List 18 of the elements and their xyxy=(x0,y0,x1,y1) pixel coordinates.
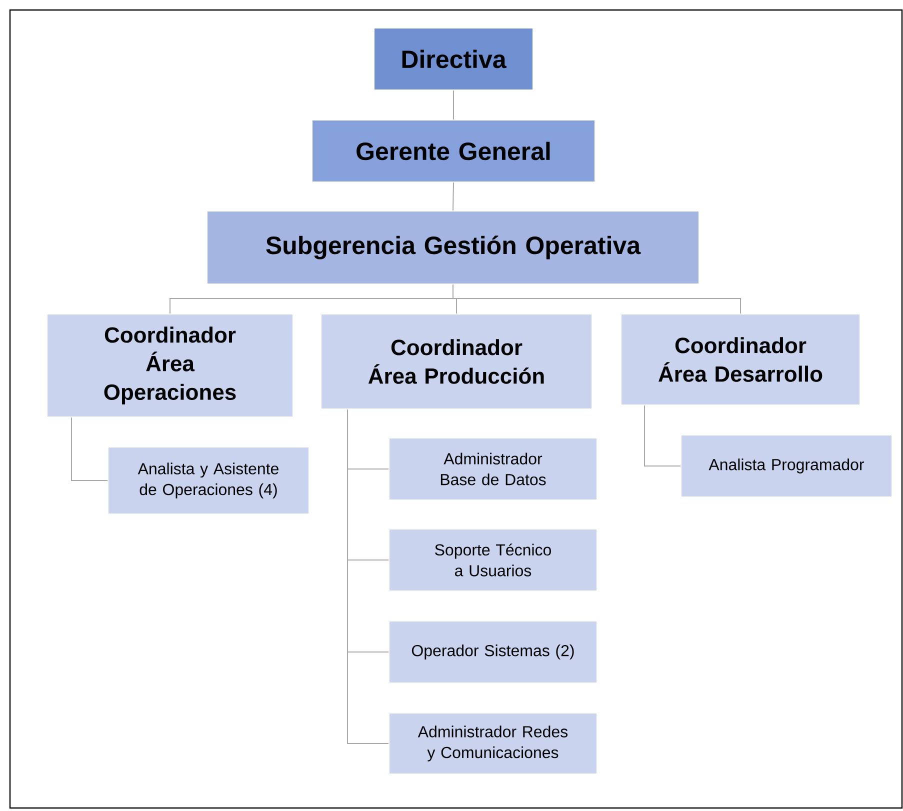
position-box: Coordinador Área Operaciones xyxy=(46,313,294,418)
position-box: Administrador Base de Datos xyxy=(388,437,598,500)
connector-line xyxy=(452,284,741,314)
position-box: Analista Programador xyxy=(680,434,892,498)
position-box: Coordinador Área Desarrollo xyxy=(620,313,860,406)
connector-line xyxy=(644,405,681,466)
position-box: Soporte Técnico a Usuarios xyxy=(388,528,598,592)
position-box: Administrador Redes y Comunicaciones xyxy=(388,712,598,774)
connector-line xyxy=(347,408,389,744)
connector-line xyxy=(453,90,454,120)
position-box: Analista y Asistente de Operaciones (4) xyxy=(108,446,310,514)
connector-line xyxy=(71,416,108,481)
position-box: Directiva xyxy=(374,28,534,90)
position-box: Subgerencia Gestión Operativa xyxy=(206,210,700,284)
position-box: Coordinador Área Producción xyxy=(320,313,592,410)
connector-line xyxy=(452,182,454,211)
position-box: Gerente General xyxy=(312,120,596,182)
position-box: Operador Sistemas (2) xyxy=(388,620,598,684)
